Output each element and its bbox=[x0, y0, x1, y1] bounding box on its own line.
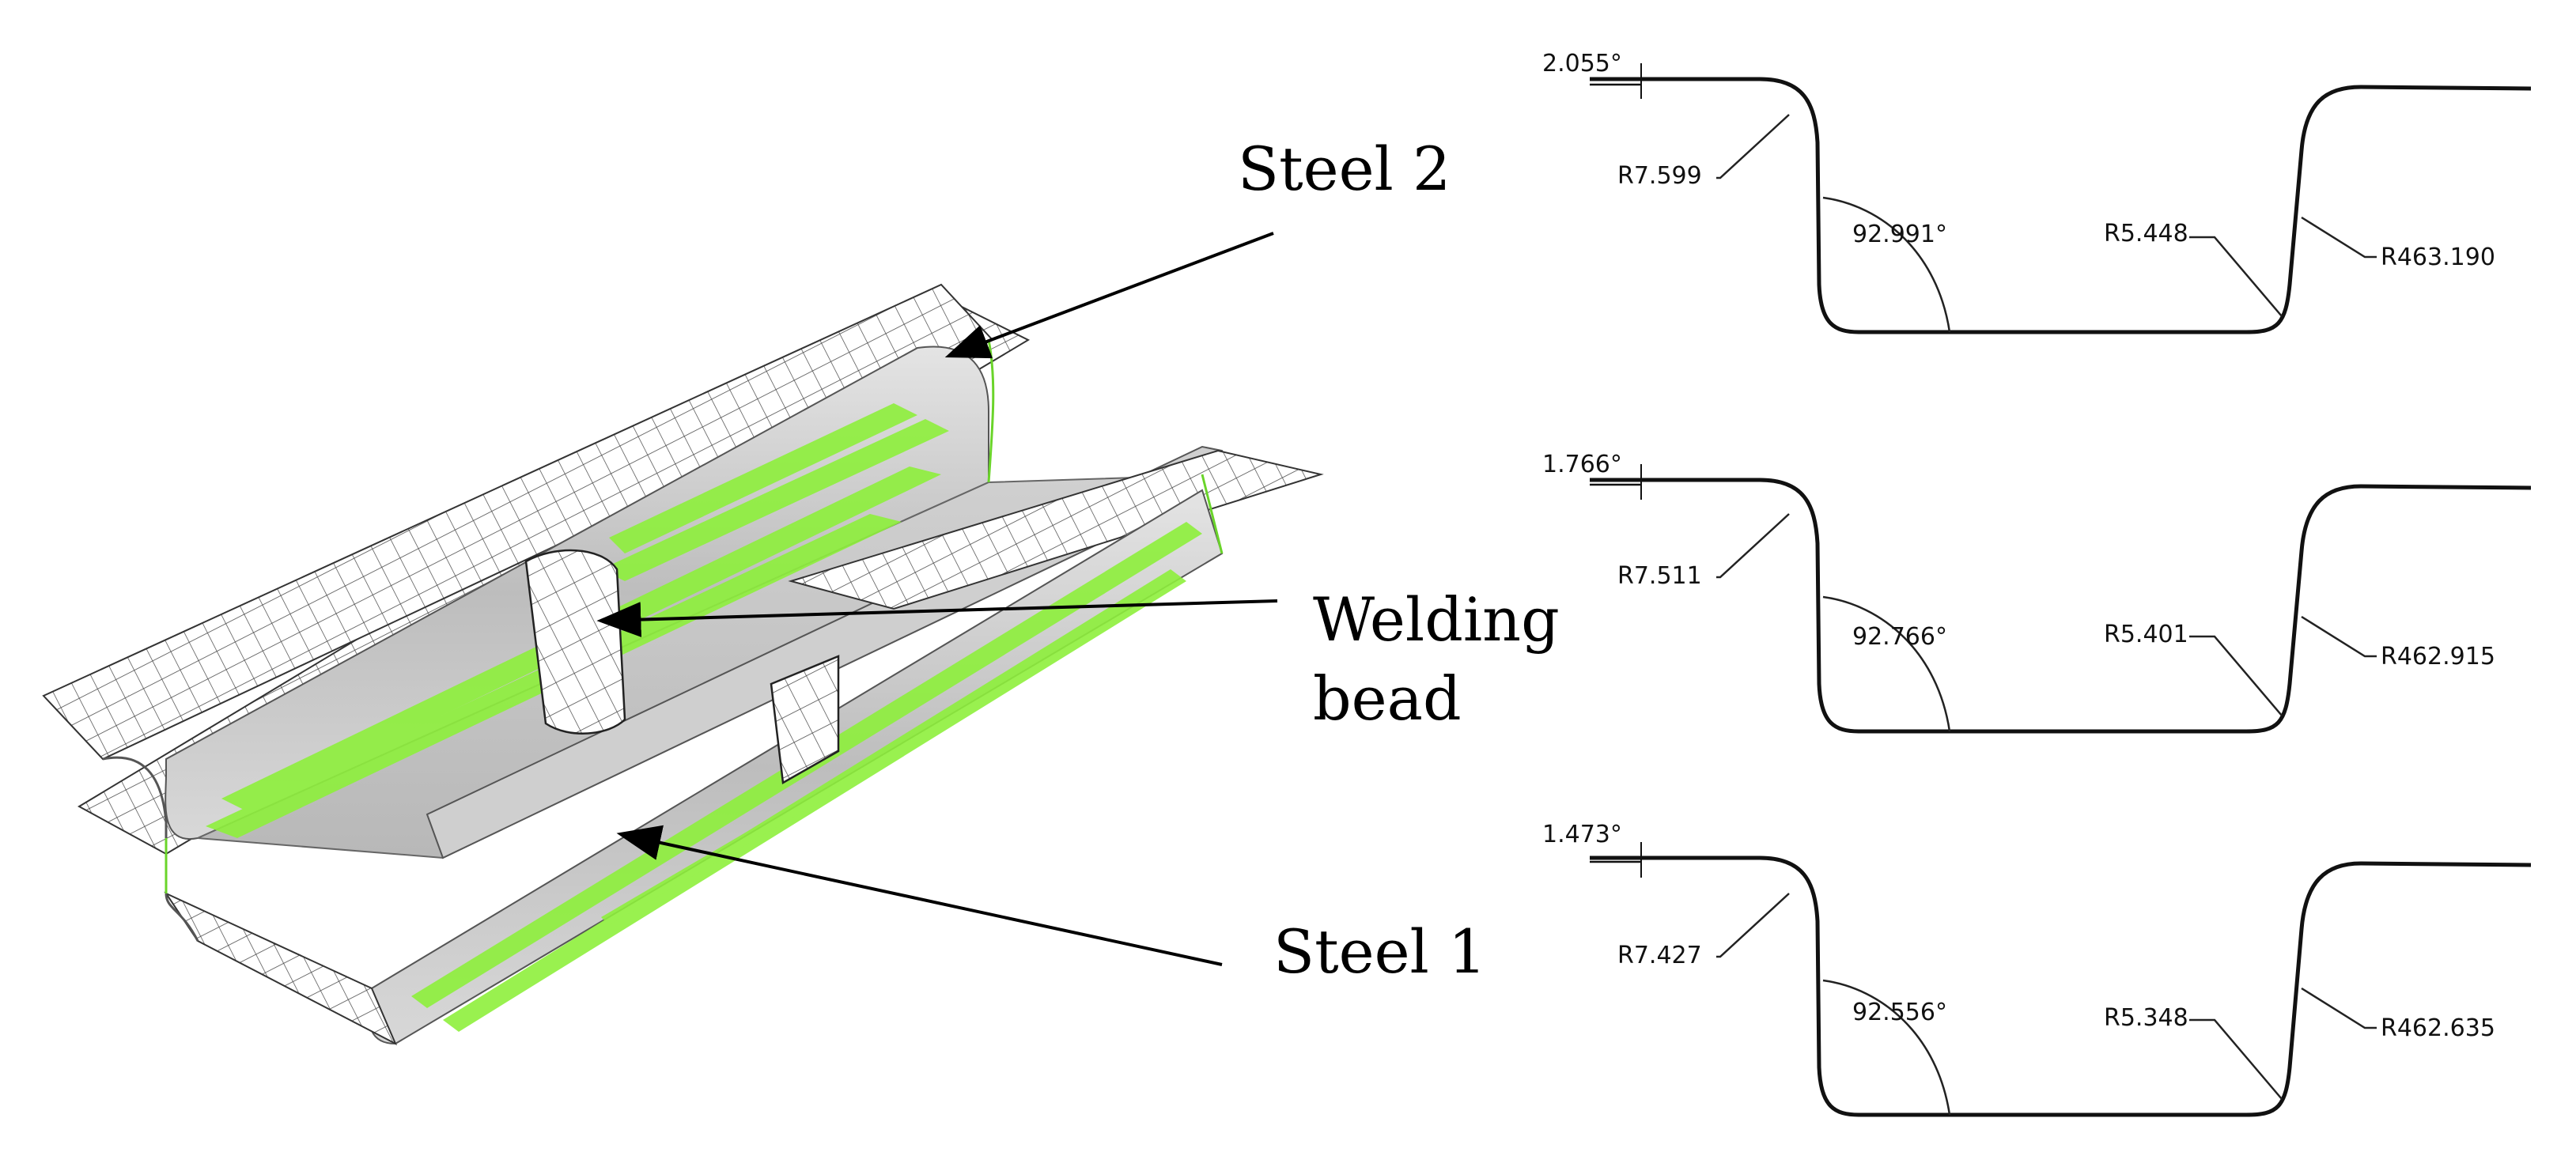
arrow-steel2 bbox=[944, 232, 1274, 359]
profile-1-angle-bottom: 92.991° bbox=[1852, 221, 1947, 248]
steel1-far-flange bbox=[788, 449, 1324, 610]
profile-2-angle-left: 1.766° bbox=[1542, 451, 1622, 478]
profile-2-radius-right: R462.915 bbox=[2381, 643, 2495, 670]
steel2-left-curve bbox=[102, 756, 199, 942]
label-steel2: Steel 2 bbox=[1238, 134, 1451, 204]
callout-arrows bbox=[596, 232, 1278, 966]
steel1-bottom-flange bbox=[164, 891, 398, 1046]
profile-1: 2.055° R7.599 92.991° R5.448 R463.190 bbox=[1542, 50, 2532, 334]
label-welding-line2: bead bbox=[1313, 663, 1462, 734]
arrow-welding-bead bbox=[596, 599, 1278, 637]
profile-2-radius-bottom: R5.401 bbox=[2104, 621, 2188, 648]
profile-3-radius-right: R462.635 bbox=[2381, 1014, 2495, 1042]
fe-model bbox=[42, 283, 1324, 1046]
profile-3-radius-bottom: R5.348 bbox=[2104, 1004, 2188, 1032]
welding-bead-mesh-lower bbox=[770, 655, 840, 785]
welding-bead-mesh-upper bbox=[524, 549, 626, 735]
profile-1-radius-right: R463.190 bbox=[2381, 244, 2495, 271]
profile-2-radius-left: R7.511 bbox=[1617, 562, 1702, 590]
label-steel1: Steel 1 bbox=[1273, 916, 1486, 987]
profile-3-radius-left: R7.427 bbox=[1617, 942, 1702, 969]
profile-2-angle-bottom: 92.766° bbox=[1852, 623, 1947, 651]
arrow-steel1 bbox=[616, 825, 1223, 966]
profile-1-radius-left: R7.599 bbox=[1617, 162, 1702, 190]
profile-3: 1.473° R7.427 92.556° R5.348 R462.635 bbox=[1542, 821, 2532, 1117]
profile-2: 1.766° R7.511 92.766° R5.401 R462.915 bbox=[1542, 451, 2532, 734]
profile-3-outline bbox=[1590, 856, 2532, 1117]
profile-3-angle-bottom: 92.556° bbox=[1852, 999, 1947, 1026]
profile-3-angle-left: 1.473° bbox=[1542, 821, 1622, 848]
profile-1-radius-bottom: R5.448 bbox=[2104, 220, 2188, 247]
profile-1-angle-left: 2.055° bbox=[1542, 50, 1622, 77]
profile-1-outline bbox=[1590, 77, 2532, 334]
profile-2-outline bbox=[1590, 478, 2532, 734]
label-welding-line1: Welding bbox=[1313, 584, 1560, 655]
